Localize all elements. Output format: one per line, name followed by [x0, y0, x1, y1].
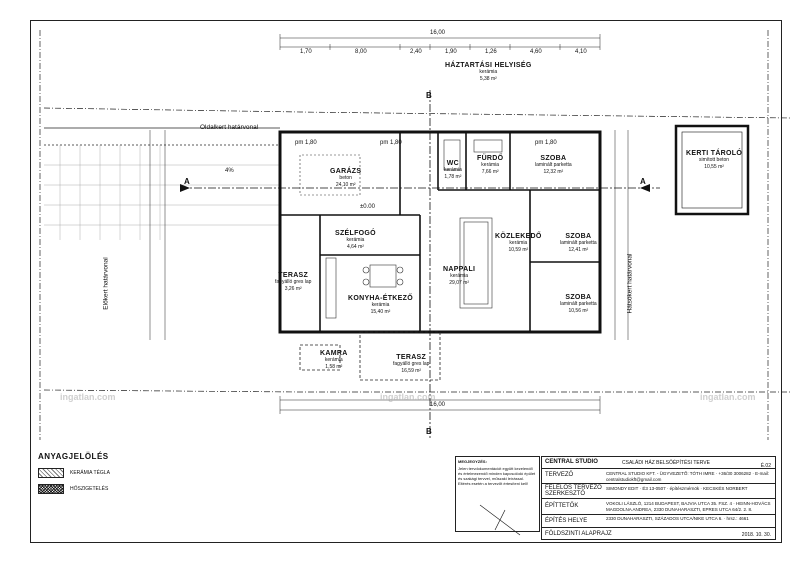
room-szelfogo: SZÉLFOGÓ kerámia 4,64 m²: [335, 230, 376, 250]
dim-top-sub: 4,10: [575, 49, 587, 55]
slope-label: 4%: [225, 168, 234, 174]
section-mark-b-bottom: B: [426, 427, 432, 436]
room-terasz-2: TERASZ fagyálló gres lap 16,59 m²: [393, 354, 430, 374]
watermark: ingatlan.com: [700, 392, 756, 402]
dim-top-sub: 1,70: [300, 49, 312, 55]
title-block: CENTRAL STUDIO CSALÁDI HÁZ BELSŐÉPÍTÉSI …: [541, 456, 776, 540]
level-label: pm 1,80: [380, 140, 402, 146]
dim-top-sub: 4,60: [530, 49, 542, 55]
legend-item-insulation: HŐSZIGETELÉS: [38, 484, 108, 494]
dim-top-sub: 2,40: [410, 49, 422, 55]
plot-boundary-bottom: [43, 389, 790, 393]
project-title: CSALÁDI HÁZ BELSŐÉPÍTÉSI TERVE: [622, 460, 710, 466]
sheet-number: É.02: [760, 463, 771, 469]
note-box: MEGJEGYZÉS: Jelen tervdokumentációt együ…: [455, 456, 540, 532]
note-title: MEGJEGYZÉS:: [458, 459, 487, 464]
legend-label: KERÁMIA TÉGLA: [70, 470, 110, 476]
room-kerti-tarolo: KERTI TÁROLÓ simított beton 10,55 m²: [686, 150, 743, 170]
watermark: ingatlan.com: [380, 392, 436, 402]
tb-row-responsible: FELELŐS TERVEZŐ SZERKESZTŐ SIMONDY EDIT …: [542, 483, 775, 498]
room-nappali: NAPPALI kerámia 29,07 m²: [443, 266, 476, 286]
tb-row-clients: ÉPÍTTETŐK VOKOLI LÁSZLÓ, 1214 BUDAPEST, …: [542, 498, 775, 514]
boundary-label-oldalkert: Oldalkert határvonal: [200, 124, 259, 131]
section-mark-b-top: B: [426, 91, 432, 100]
room-kamra: KAMRA kerámia 1,58 m²: [320, 350, 348, 370]
room-haztartasi: HÁZTARTÁSI HELYISÉG kerámia 5,38 m²: [445, 62, 532, 82]
level-label: ±0.00: [360, 204, 375, 210]
watermark: ingatlan.com: [60, 392, 116, 402]
legend-swatch-brick: [38, 468, 64, 478]
sheet-frame: [30, 20, 782, 543]
level-label: pm 1,80: [535, 140, 557, 146]
dim-bottom-total: 16,00: [430, 402, 446, 408]
room-szoba-2: SZOBA laminált parketta 12,41 m²: [560, 233, 597, 253]
room-szoba-3: SZOBA laminált parketta 10,56 m²: [560, 294, 597, 314]
room-wc: WC kerámia 1,78 m²: [444, 160, 462, 180]
section-mark-a-right: A: [640, 177, 646, 186]
garden-storage: [674, 124, 750, 216]
legend-swatch-insulation: [38, 484, 64, 494]
legend-item-brick: KERÁMIA TÉGLA: [38, 468, 110, 478]
dim-top-sub: 8,00: [355, 49, 367, 55]
boundary-label-hatsokert: Hátsókert határvonal: [626, 253, 634, 314]
room-furdo: FÜRDŐ kerámia 7,66 m²: [477, 155, 504, 175]
drawing-date: 2018. 10. 30.: [741, 532, 771, 538]
dim-top-total: 16,00: [430, 30, 446, 36]
room-terasz-1: TERASZ fagyálló gres lap 3,26 m²: [275, 272, 312, 292]
tb-row-location: ÉPÍTÉS HELYE 2330 DUNAHARASZTI, SZÁZADOS…: [542, 514, 775, 527]
room-konyha: KONYHA-ÉTKEZŐ kerámia 15,40 m²: [348, 295, 413, 315]
note-text: Jelen tervdokumentációt együtt kezelendő…: [458, 466, 536, 486]
section-mark-a-left: A: [184, 177, 190, 186]
room-kozlekedo: KÖZLEKEDŐ kerámia 10,59 m²: [495, 233, 542, 253]
tb-row-drawing-title: FÖLDSZINTI ALAPRAJZ 2018. 10. 30.: [542, 527, 775, 540]
room-szoba-1: SZOBA laminált parketta 12,32 m²: [535, 155, 572, 175]
legend-label: HŐSZIGETELÉS: [70, 486, 109, 492]
boundary-label-elokert: Előkert határvonal: [102, 257, 110, 310]
tb-row-designer: TERVEZŐ CENTRAL STUDIO KFT. - ÜGYVEZETŐ:…: [542, 468, 775, 483]
studio-logo: CENTRAL STUDIO: [545, 459, 598, 465]
dim-top-sub: 1,26: [485, 49, 497, 55]
dim-top-sub: 1,90: [445, 49, 457, 55]
level-label: pm 1,80: [295, 140, 317, 146]
plot-boundary-top: [43, 107, 791, 119]
room-garazs: GARÁZS beton 24,10 m²: [330, 168, 362, 188]
legend-title: ANYAGJELÖLÉS: [38, 452, 109, 461]
